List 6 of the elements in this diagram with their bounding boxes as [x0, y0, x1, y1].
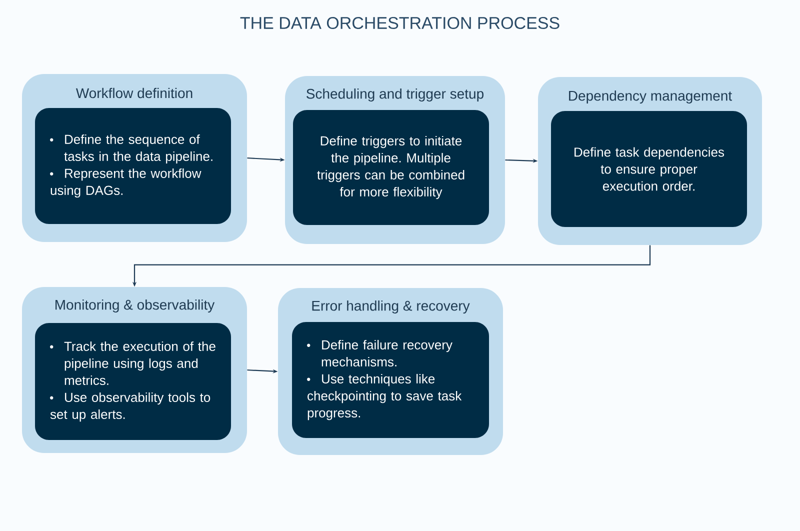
description-box: Define failure recovery mechanisms. Use techniques like checkpointing to save task progress. — [292, 322, 489, 438]
description-box: Define task dependencies to ensure proper execution order. — [551, 111, 747, 227]
description-box: Define triggers to initiate the pipeline. Multiple triggers can be combined for more flexibility — [293, 110, 489, 225]
description-box: Define the sequence of tasks in the data pipeline. Represent the workflow using DAGs. — [35, 108, 231, 224]
description-box: Track the execution of the pipeline using logs and metrics. Use observability tools to set up alerts. — [35, 323, 231, 440]
title: THE DATA ORCHESTRATION PROCESS — [240, 16, 560, 30]
